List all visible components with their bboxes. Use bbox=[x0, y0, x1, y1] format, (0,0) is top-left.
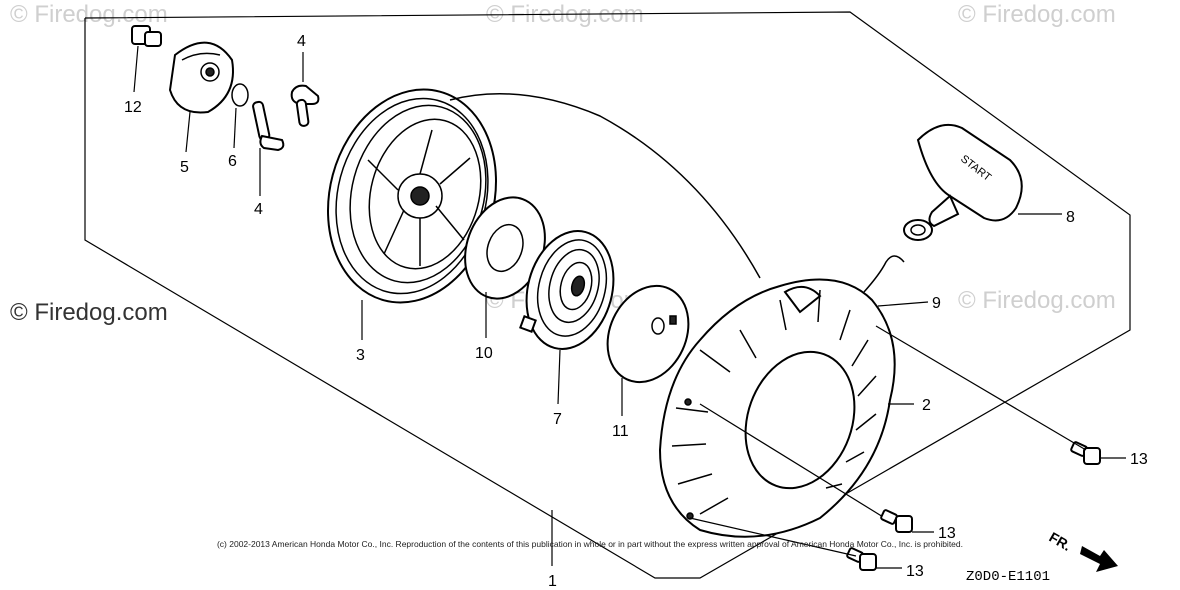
callout-2: 2 bbox=[922, 397, 931, 414]
bolt-13-lower bbox=[846, 547, 877, 571]
callout-11: 11 bbox=[612, 423, 629, 440]
callout-1: 1 bbox=[548, 573, 557, 590]
watermark-top-right: © Firedog.com bbox=[958, 1, 1116, 28]
callout-4-lower: 4 bbox=[254, 201, 263, 218]
callout-13-right: 13 bbox=[1130, 451, 1148, 468]
watermark-top-left: © Firedog.com bbox=[10, 1, 168, 28]
plate-11 bbox=[606, 284, 690, 384]
assembly-outline bbox=[84, 11, 1131, 579]
callout-13-middle: 13 bbox=[938, 525, 956, 542]
callout-9: 9 bbox=[932, 295, 941, 312]
clip-6 bbox=[231, 83, 249, 107]
bolt-12 bbox=[131, 25, 162, 47]
ratchet-plate-5 bbox=[168, 41, 234, 114]
copyright-notice: (c) 2002-2013 American Honda Motor Co., … bbox=[216, 539, 964, 549]
callout-8: 8 bbox=[1066, 209, 1075, 226]
callout-6: 6 bbox=[228, 153, 237, 170]
starter-grip-8: START bbox=[903, 124, 1023, 241]
diagram-code: Z0D0-E1101 bbox=[966, 569, 1050, 585]
callout-5: 5 bbox=[180, 159, 189, 176]
starter-case-2 bbox=[658, 278, 896, 538]
spiral-spring-7 bbox=[519, 230, 615, 350]
callout-12: 12 bbox=[124, 99, 142, 116]
watermark-right: © Firedog.com bbox=[958, 287, 1116, 314]
watermark-left: © Firedog.com bbox=[10, 299, 168, 326]
bolt-13-right bbox=[1070, 441, 1101, 465]
callout-10: 10 bbox=[475, 345, 493, 362]
bolt-13-middle bbox=[880, 509, 913, 533]
callout-7: 7 bbox=[553, 411, 562, 428]
ratchet-pawl-4-upper bbox=[290, 84, 320, 127]
starter-rope-9 bbox=[449, 93, 761, 279]
ratchet-pawl-4-lower bbox=[252, 100, 285, 152]
front-direction-arrow: FR. bbox=[1047, 529, 1118, 572]
callout-13-lower: 13 bbox=[906, 563, 924, 580]
callout-4-upper: 4 bbox=[297, 33, 306, 50]
reel-3 bbox=[327, 88, 497, 304]
callout-3: 3 bbox=[356, 347, 365, 364]
